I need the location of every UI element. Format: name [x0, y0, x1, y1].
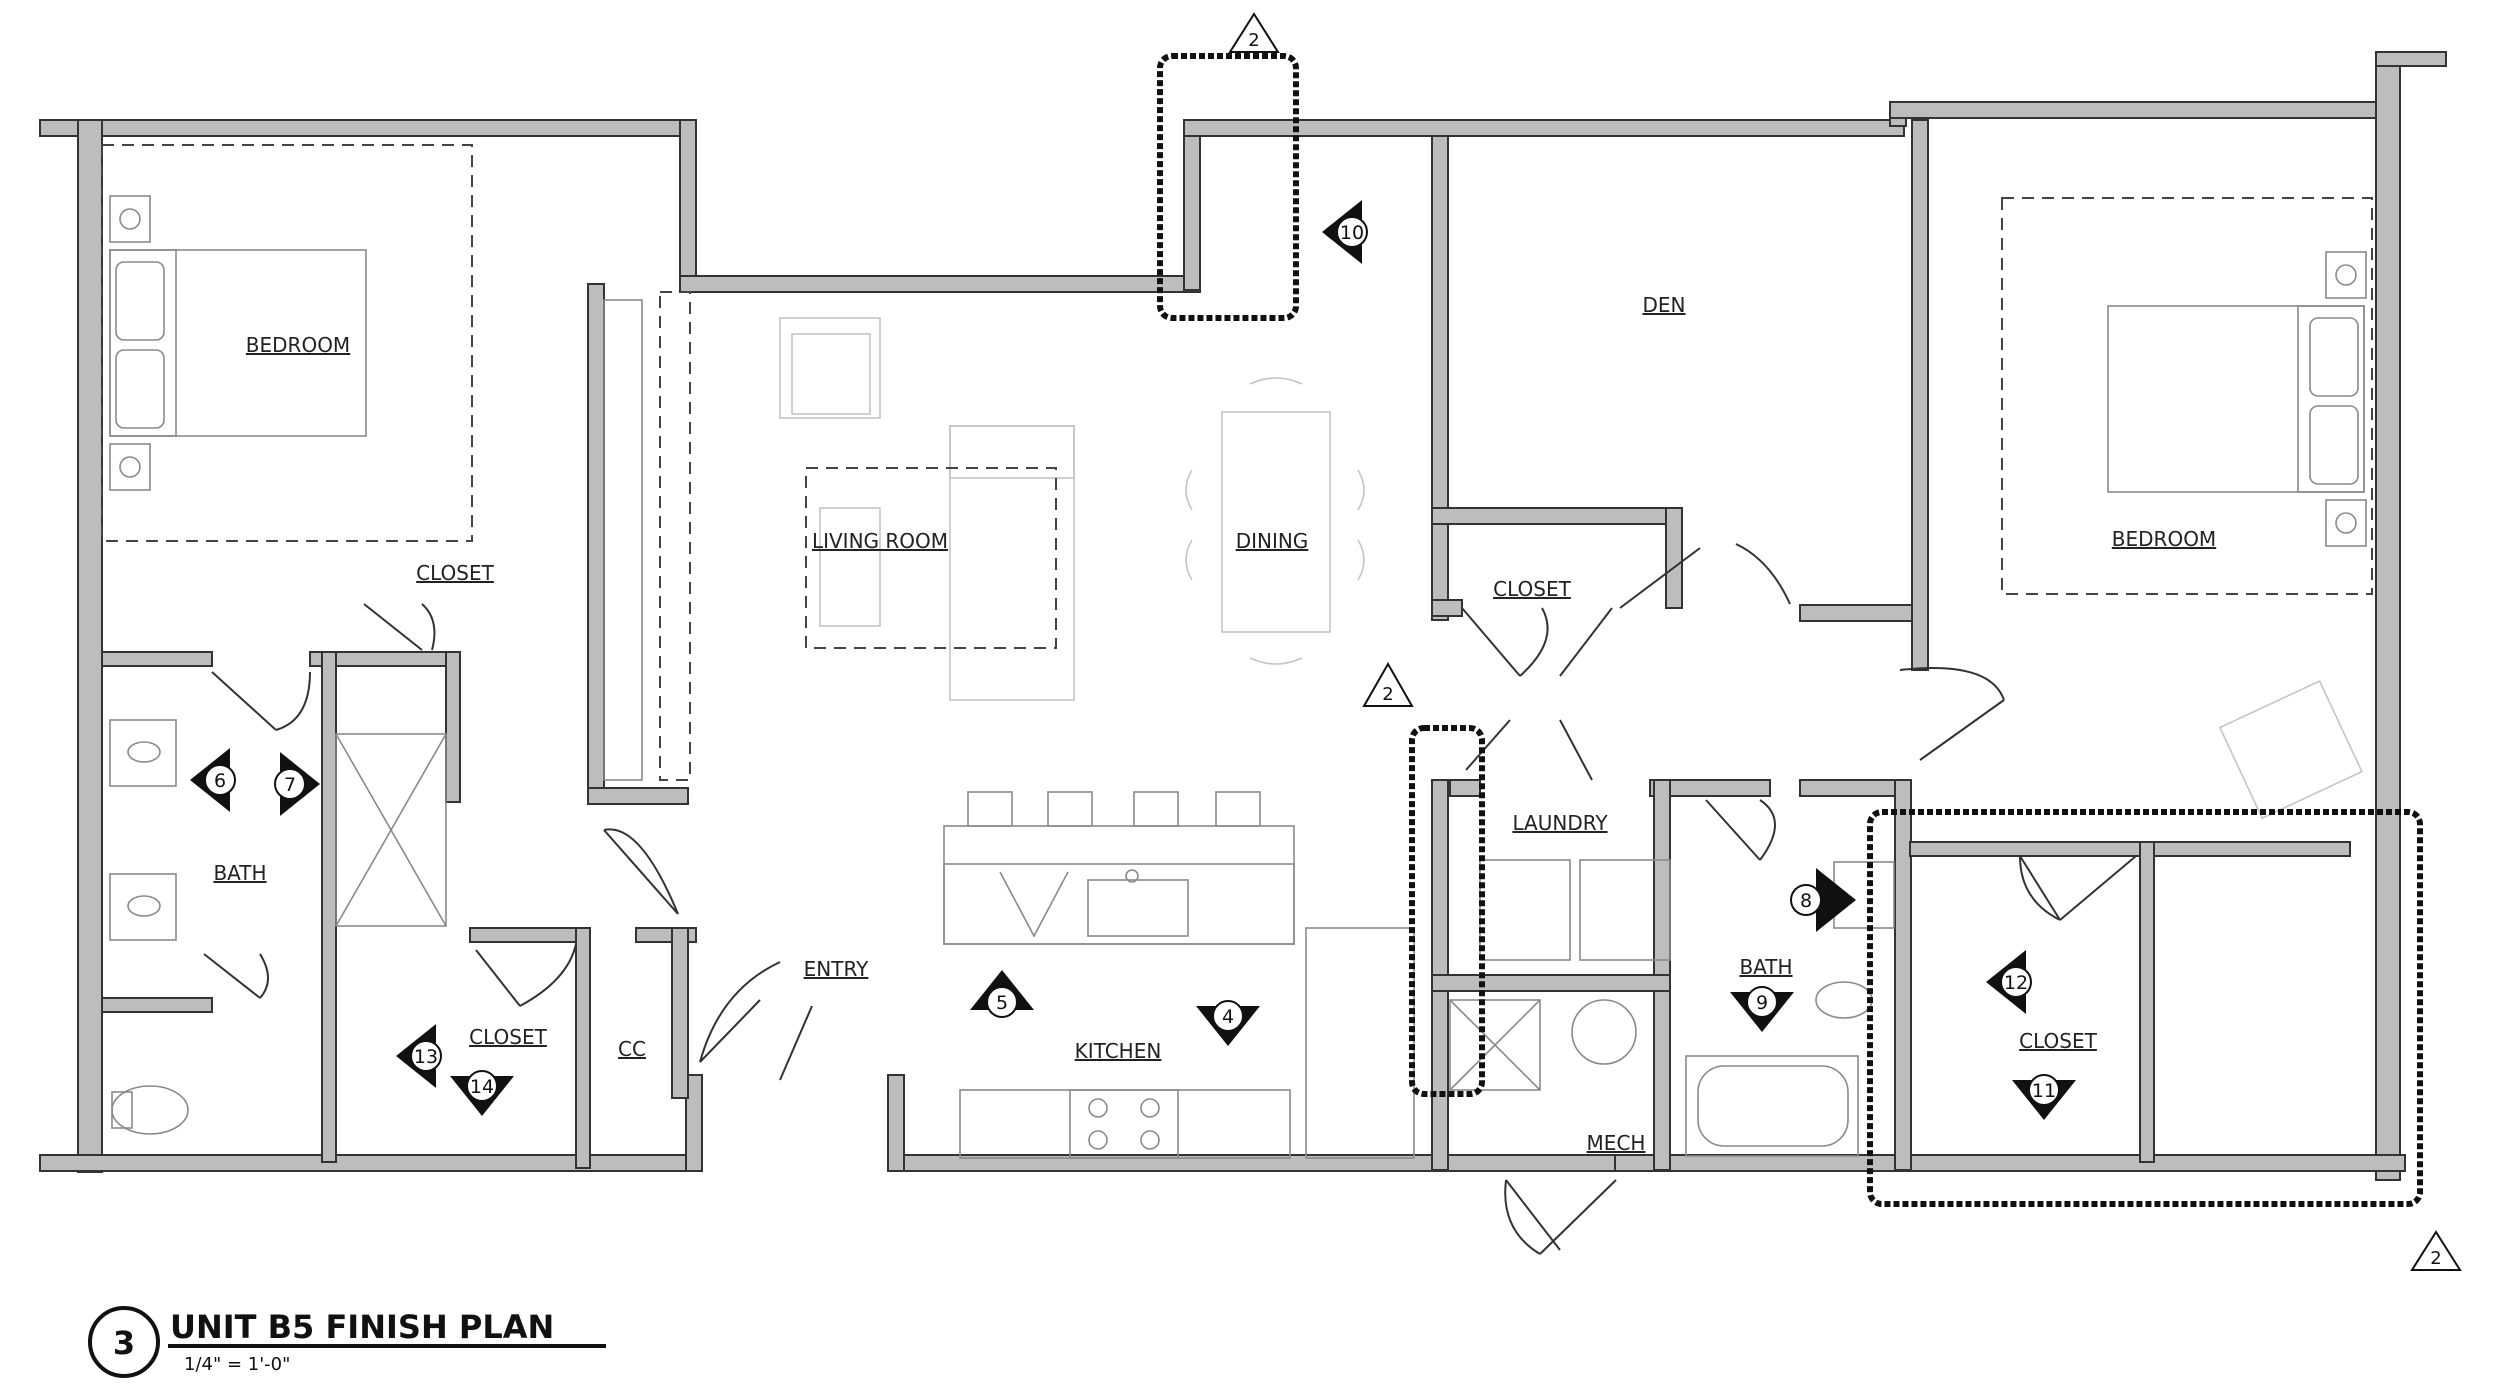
- elevation-tag-8: 8: [1790, 868, 1856, 932]
- svg-text:8: 8: [1800, 890, 1812, 912]
- elevation-tag-6: 6: [190, 748, 236, 812]
- label-bath-right: BATH: [1739, 955, 1792, 979]
- label-cc: CC: [618, 1037, 646, 1061]
- label-closet-left-bottom: CLOSET: [469, 1025, 547, 1049]
- drawing-number-bubble: [88, 1306, 160, 1378]
- label-entry: ENTRY: [804, 957, 869, 981]
- svg-text:10: 10: [1340, 222, 1364, 244]
- svg-text:5: 5: [996, 992, 1008, 1014]
- revision-tag-center: 2: [1362, 661, 1414, 707]
- svg-text:2: 2: [1248, 30, 1259, 51]
- label-laundry: LAUNDRY: [1512, 811, 1608, 835]
- rug-right: [2001, 197, 2373, 595]
- svg-text:2: 2: [2430, 1248, 2441, 1269]
- room-labels: BEDROOM CLOSET BATH CLOSET CC LIVING ROO…: [213, 293, 2216, 1155]
- revision-tag-bottom-right: 2: [2410, 1230, 2462, 1271]
- furniture: [101, 144, 2373, 1159]
- elevation-tag-10: 10: [1322, 200, 1368, 264]
- elevation-tag-11: 11: [2012, 1074, 2076, 1120]
- elevation-tag-14: 14: [450, 1070, 514, 1116]
- elevation-tag-5: 5: [970, 970, 1034, 1018]
- elevation-tag-9: 9: [1730, 986, 1794, 1032]
- drawing-number: 3: [113, 1324, 135, 1362]
- label-closet-center: CLOSET: [1493, 577, 1571, 601]
- label-closet-left-top: CLOSET: [416, 561, 494, 585]
- svg-text:4: 4: [1222, 1006, 1234, 1028]
- rug-left: [101, 144, 473, 542]
- elevation-tag-13: 13: [396, 1024, 442, 1088]
- label-bath-left: BATH: [213, 861, 266, 885]
- label-closet-right: CLOSET: [2019, 1029, 2097, 1053]
- svg-text:7: 7: [284, 774, 296, 796]
- svg-text:13: 13: [414, 1046, 438, 1068]
- label-den: DEN: [1643, 293, 1686, 317]
- svg-text:14: 14: [470, 1076, 494, 1098]
- label-mech: MECH: [1587, 1131, 1646, 1155]
- label-bedroom-right: BEDROOM: [2112, 527, 2216, 551]
- svg-text:12: 12: [2004, 972, 2028, 994]
- svg-text:6: 6: [214, 770, 226, 792]
- revision-tag-top: 2: [1228, 12, 1280, 53]
- label-bedroom-left: BEDROOM: [246, 333, 350, 357]
- elevation-tag-7: 7: [274, 752, 320, 816]
- svg-text:11: 11: [2032, 1080, 2056, 1102]
- svg-text:9: 9: [1756, 992, 1768, 1014]
- drawing-title: UNIT B5 FINISH PLAN: [170, 1308, 554, 1346]
- bed-right: [2107, 305, 2365, 493]
- drawing-scale: 1/4" = 1'-0": [184, 1354, 290, 1375]
- doors: [203, 543, 2137, 1255]
- label-dining: DINING: [1236, 529, 1309, 553]
- label-living-room: LIVING ROOM: [812, 529, 948, 553]
- title-block: 3 UNIT B5 FINISH PLAN 1/4" = 1'-0": [88, 1306, 606, 1378]
- label-kitchen: KITCHEN: [1075, 1039, 1162, 1063]
- walls: [39, 51, 2447, 1181]
- svg-text:2: 2: [1382, 684, 1393, 705]
- elevation-tag-12: 12: [1986, 950, 2032, 1014]
- elevation-tag-4: 4: [1196, 1000, 1260, 1046]
- revision-clouds: [1157, 53, 2423, 1207]
